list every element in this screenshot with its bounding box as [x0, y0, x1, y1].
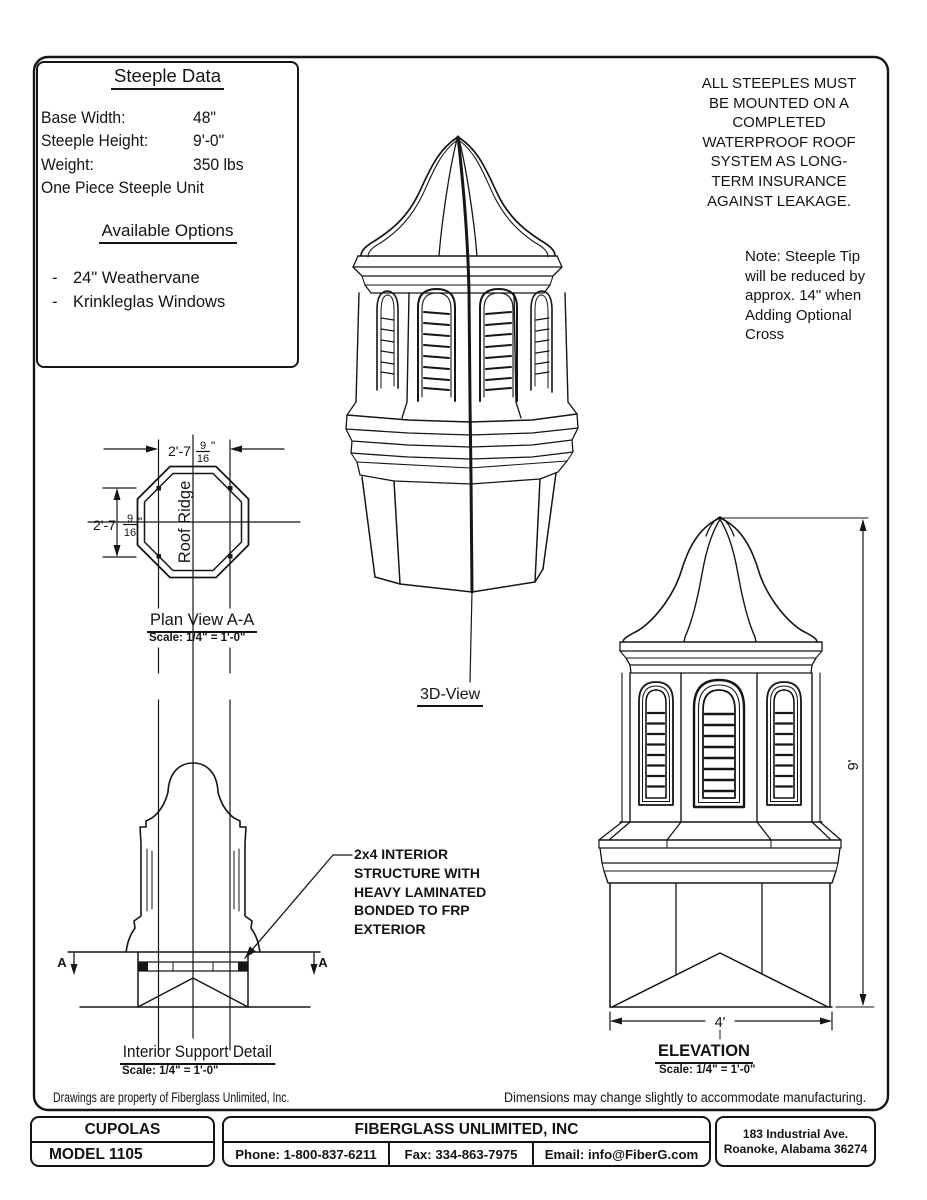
- table-row: Steeple Height: 9'-0": [41, 130, 279, 153]
- svg-text:9': 9': [846, 759, 862, 770]
- plan-view-scale: Scale: 1/4" = 1'-0": [149, 632, 246, 644]
- property-note: Drawings are property of Fiberglass Unli…: [53, 1090, 290, 1105]
- svg-text:": ": [211, 439, 215, 453]
- louver-window-elevation-right: [766, 681, 802, 806]
- table-row: Base Width: 48": [41, 107, 279, 130]
- svg-text:A: A: [57, 955, 67, 970]
- list-item: - Krinkleglas Windows: [52, 291, 225, 315]
- title-block-address: 183 Industrial Ave. Roanoke, Alabama 362…: [715, 1116, 876, 1167]
- three-d-view-drawing: [345, 135, 579, 683]
- svg-text:16: 16: [197, 453, 209, 465]
- bullet-dash: -: [52, 269, 58, 287]
- plan-corner-marks: [156, 486, 233, 559]
- row-value: 48": [193, 109, 217, 127]
- plan-width-dimension: 2'-7 9 16 ": [103, 439, 285, 465]
- svg-text:4': 4': [715, 1015, 726, 1031]
- list-item: - 24" Weathervane: [52, 267, 225, 291]
- cornice-3d: [352, 255, 563, 294]
- plan-view-title: Plan View A-A: [147, 611, 258, 633]
- three-d-view-title: 3D-View: [417, 686, 484, 707]
- louver-window-3d-far-right: [530, 290, 553, 393]
- width-dimension: 4': [609, 1011, 833, 1040]
- title-block-product: CUPOLAS MODEL 1105: [30, 1116, 215, 1167]
- options-list: - 24" Weathervane - Krinkleglas Windows: [52, 267, 225, 314]
- row-value: 9'-0": [193, 132, 225, 151]
- address-line-2: Roanoke, Alabama 36274: [723, 1141, 868, 1156]
- steeple-profile: [125, 762, 261, 953]
- product-name: CUPOLAS: [32, 1118, 213, 1143]
- plan-octagon-outer: [136, 465, 250, 579]
- fax-cell: Fax: 334-863-7975: [390, 1143, 534, 1166]
- sheet-border: [32, 55, 890, 1112]
- svg-text:2'-7: 2'-7: [93, 517, 116, 533]
- address-line-1: 183 Industrial Ave.: [742, 1127, 849, 1141]
- louver-window-3d-front-right: [479, 288, 518, 402]
- company-name: FIBERGLASS UNLIMITED, INC: [224, 1118, 709, 1143]
- row-label: Steeple Height:: [41, 132, 149, 151]
- svg-text:16: 16: [124, 527, 136, 539]
- body-3d: [355, 292, 569, 403]
- svg-text:A: A: [318, 955, 328, 970]
- model-number: MODEL 1105: [49, 1145, 143, 1163]
- svg-text:9: 9: [200, 440, 206, 452]
- louver-window-elevation-left: [638, 681, 674, 806]
- svg-text:9: 9: [127, 513, 133, 525]
- height-dimension: 9': [722, 517, 875, 1008]
- plan-octagon-inner: [143, 472, 243, 572]
- louver-window-3d-far-left: [376, 290, 399, 391]
- interior-detail-scale: Scale: 1/4" = 1'-0": [122, 1065, 219, 1077]
- elevation-scale: Scale: 1/4" = 1'-0": [659, 1064, 756, 1076]
- louver-window-3d-front-left: [417, 288, 456, 402]
- option-text: 24" Weathervane: [73, 269, 200, 287]
- plan-view-drawing: 2'-7 9 16 " 2'-7 9 16 " Roof Ridge: [87, 434, 301, 1051]
- body-elevation: [619, 672, 823, 823]
- interior-structure-callout: 2x4 INTERIOR STRUCTURE WITH HEAVY LAMINA…: [354, 846, 487, 938]
- dimensions-note: Dimensions may change slightly to accomm…: [504, 1090, 867, 1105]
- row-value: 350 lbs: [193, 155, 244, 174]
- bell-roof-elevation: [622, 516, 818, 643]
- email-cell: Email: info@FiberG.com: [544, 1147, 699, 1162]
- plan-depth-dimension: 2'-7 9 16 ": [93, 487, 142, 558]
- available-options-title: Available Options: [37, 221, 298, 244]
- callout-leader: [244, 854, 353, 959]
- row-label: Weight:: [41, 155, 94, 174]
- title-block-company: FIBERGLASS UNLIMITED, INC Phone: 1-800-8…: [222, 1116, 711, 1167]
- mounting-warning: ALL STEEPLES MUST BE MOUNTED ON A COMPLE…: [701, 75, 857, 210]
- interior-detail-title: Interior Support Detail: [120, 1043, 275, 1065]
- base-elevation: [598, 821, 842, 1008]
- table-row: Weight: 350 lbs: [41, 154, 279, 177]
- bell-roof-3d: [360, 135, 556, 683]
- elevation-drawing: 9' 4': [598, 516, 875, 1040]
- steeple-data-title: Steeple Data: [37, 65, 298, 90]
- phone-cell: Phone: 1-800-837-6211: [224, 1143, 390, 1166]
- roof-ridge-label: Roof Ridge: [176, 481, 194, 564]
- elevation-title: ELEVATION: [655, 1042, 753, 1064]
- svg-text:": ": [138, 515, 142, 529]
- bullet-dash: -: [52, 292, 58, 311]
- steeple-data-table: Base Width: 48" Steeple Height: 9'-0" We…: [41, 107, 279, 201]
- base-3d: [345, 401, 579, 593]
- option-text: Krinkleglas Windows: [73, 292, 226, 311]
- steeple-tip-note: Note: Steeple Tip will be reduced by app…: [745, 248, 866, 344]
- support-structure: [79, 951, 311, 1008]
- interior-detail-drawing: A A: [57, 762, 353, 1008]
- row-label: Base Width:: [41, 109, 126, 127]
- cornice-elevation: [619, 641, 823, 674]
- section-cut-line: A A: [57, 951, 328, 975]
- louver-window-elevation-middle: [692, 678, 746, 809]
- one-piece-note: One Piece Steeple Unit: [41, 179, 204, 198]
- svg-text:2'-7: 2'-7: [168, 443, 191, 459]
